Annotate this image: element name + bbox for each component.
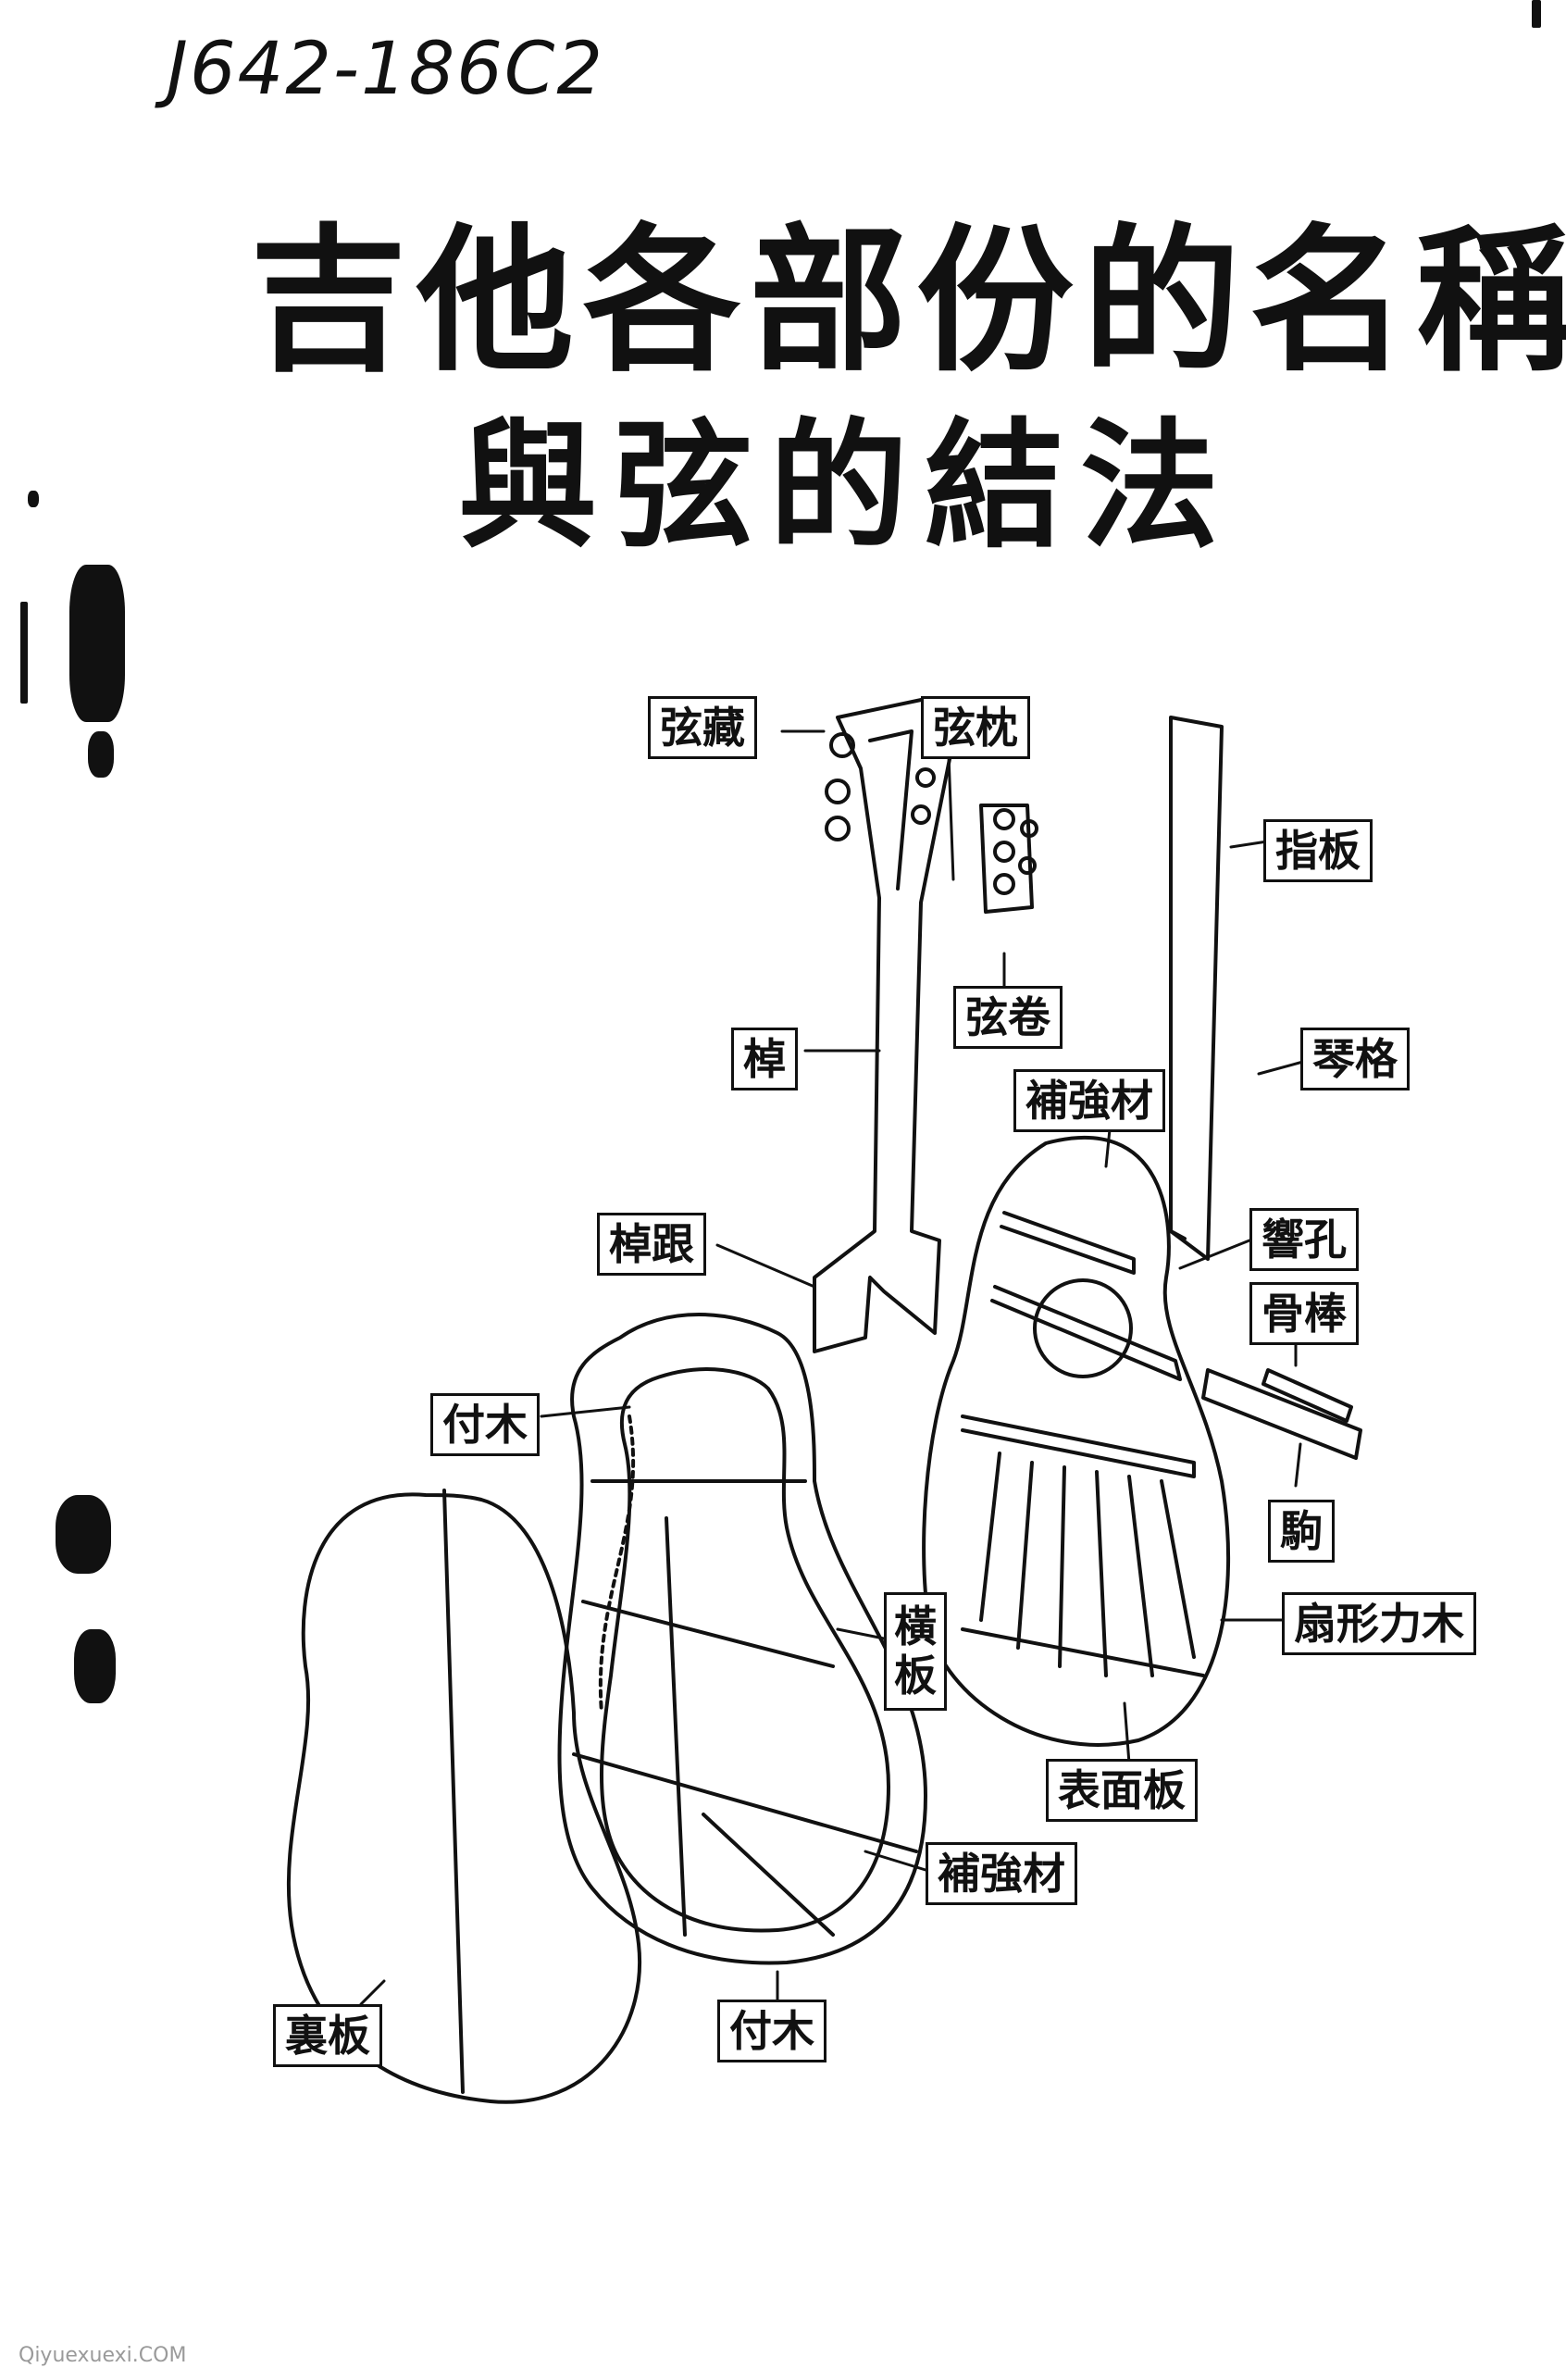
label-string-head: 弦藏: [648, 696, 757, 759]
label-tuning-machine: 弦卷: [953, 986, 1063, 1049]
top-plate: [922, 1135, 1231, 1747]
label-sides: 橫板: [884, 1592, 947, 1711]
tuning-machine: [979, 804, 1038, 914]
label-fret: 琴格: [1300, 1028, 1410, 1090]
back-plate: [286, 1489, 642, 2104]
label-back: 裏板: [273, 2004, 382, 2067]
leader-lines: [359, 729, 1311, 2006]
page-title-line1: 吉他各部份的名稱: [250, 208, 1566, 393]
label-nut: 弦枕: [921, 696, 1030, 759]
watermark: Qiyuexuexi.COM: [19, 2344, 187, 2367]
label-lining-upper: 付木: [430, 1393, 540, 1456]
scan-blot: [88, 731, 114, 778]
label-sound-hole: 響孔: [1249, 1208, 1359, 1271]
handwritten-catalog-number: J642-186C2: [167, 28, 604, 111]
saddle-and-bridge: [1201, 1368, 1362, 1460]
scan-blot: [69, 565, 125, 722]
page-title-line2: 與弦的結法: [458, 405, 1237, 567]
label-fan-bracing: 扇形力木: [1282, 1592, 1476, 1655]
scan-blot: [56, 1495, 111, 1574]
fingerboard: [1169, 716, 1224, 1261]
label-lining-lower: 付木: [717, 2000, 826, 2062]
label-bridge: 駒: [1268, 1500, 1335, 1563]
label-brace-top: 補強材: [1013, 1069, 1165, 1132]
side-frame: [557, 1313, 927, 1965]
scan-blot: [1532, 0, 1541, 28]
label-soundboard: 表面板: [1046, 1759, 1198, 1822]
scan-blot: [74, 1629, 116, 1703]
label-neck: 棹: [731, 1028, 798, 1090]
scan-blot: [20, 602, 28, 704]
label-fingerboard: 指板: [1263, 819, 1373, 882]
label-brace-bottom: 補強材: [926, 1842, 1077, 1905]
scan-blot: [28, 491, 39, 507]
label-heel: 棹跟: [597, 1213, 706, 1276]
guitar-neck: [813, 697, 955, 1353]
label-saddle: 骨棒: [1249, 1282, 1359, 1345]
